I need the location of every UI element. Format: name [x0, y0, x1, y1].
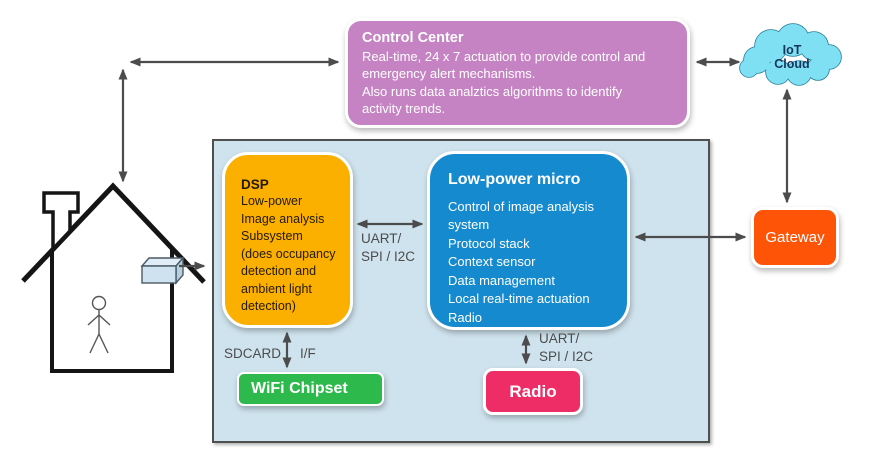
low-power-micro-title: Low-power micro	[448, 171, 581, 188]
micro-line: system	[448, 217, 490, 233]
micro-line: Control of image analysis	[448, 199, 594, 214]
control-center-line: activity trends.	[362, 100, 446, 116]
control-center-line: emergency alert mechanisms.	[362, 66, 536, 82]
gateway-box: Gateway	[751, 207, 839, 268]
dsp-line: (does occupancy	[241, 246, 336, 261]
dsp-box: DSP Low-power Image analysis Subsystem (…	[222, 152, 353, 328]
control-center-title: Control Center	[362, 30, 464, 46]
person-stick-figure-icon	[87, 295, 111, 354]
micro-line: Data management	[448, 272, 555, 288]
iot-cloud-label-line: IoT	[782, 43, 802, 57]
dsp-title: DSP	[241, 177, 269, 192]
micro-line: Context sensor	[448, 254, 536, 270]
bus-label-sdcard: SDCARD	[224, 346, 282, 361]
bus-label-line: UART/	[361, 231, 402, 246]
bus-label-line: SPI / I2C	[361, 249, 416, 264]
control-center-box: Control Center Real-time, 24 x 7 actuati…	[345, 18, 690, 128]
bus-label-sdcard-if: I/F	[300, 346, 316, 361]
wifi-chipset-box: WiFi Chipset	[237, 372, 384, 406]
control-center-line: Real-time, 24 x 7 actuation to provide c…	[362, 49, 646, 64]
house-icon	[21, 182, 206, 373]
camera-sensor-cube-icon	[140, 256, 185, 285]
bus-label-uart-micro-radio: UART/ SPI / I2C	[539, 330, 593, 366]
radio-box: Radio	[483, 368, 583, 415]
dsp-line: Subsystem	[241, 229, 303, 243]
low-power-micro-box: Low-power micro Control of image analysi…	[427, 151, 630, 330]
control-center-line: Also runs data analztics algorithms to i…	[362, 83, 623, 99]
bus-label-line: SPI / I2C	[539, 349, 594, 364]
dsp-line: Image analysis	[241, 211, 325, 226]
dsp-line: ambient light	[241, 281, 312, 296]
micro-line: Local real-time actuation	[448, 291, 590, 307]
micro-line: Radio	[448, 309, 482, 325]
dsp-line: detection and	[241, 264, 317, 278]
iot-cloud-label-line: Cloud	[774, 57, 810, 72]
dsp-line: detection)	[241, 299, 296, 313]
bus-label-uart-dsp-micro: UART/ SPI / I2C	[361, 230, 415, 266]
micro-line: Protocol stack	[448, 235, 530, 251]
bus-label-line: UART/	[539, 331, 580, 346]
dsp-line: Low-power	[241, 194, 303, 208]
iot-cloud-label: IoT Cloud	[762, 43, 822, 72]
